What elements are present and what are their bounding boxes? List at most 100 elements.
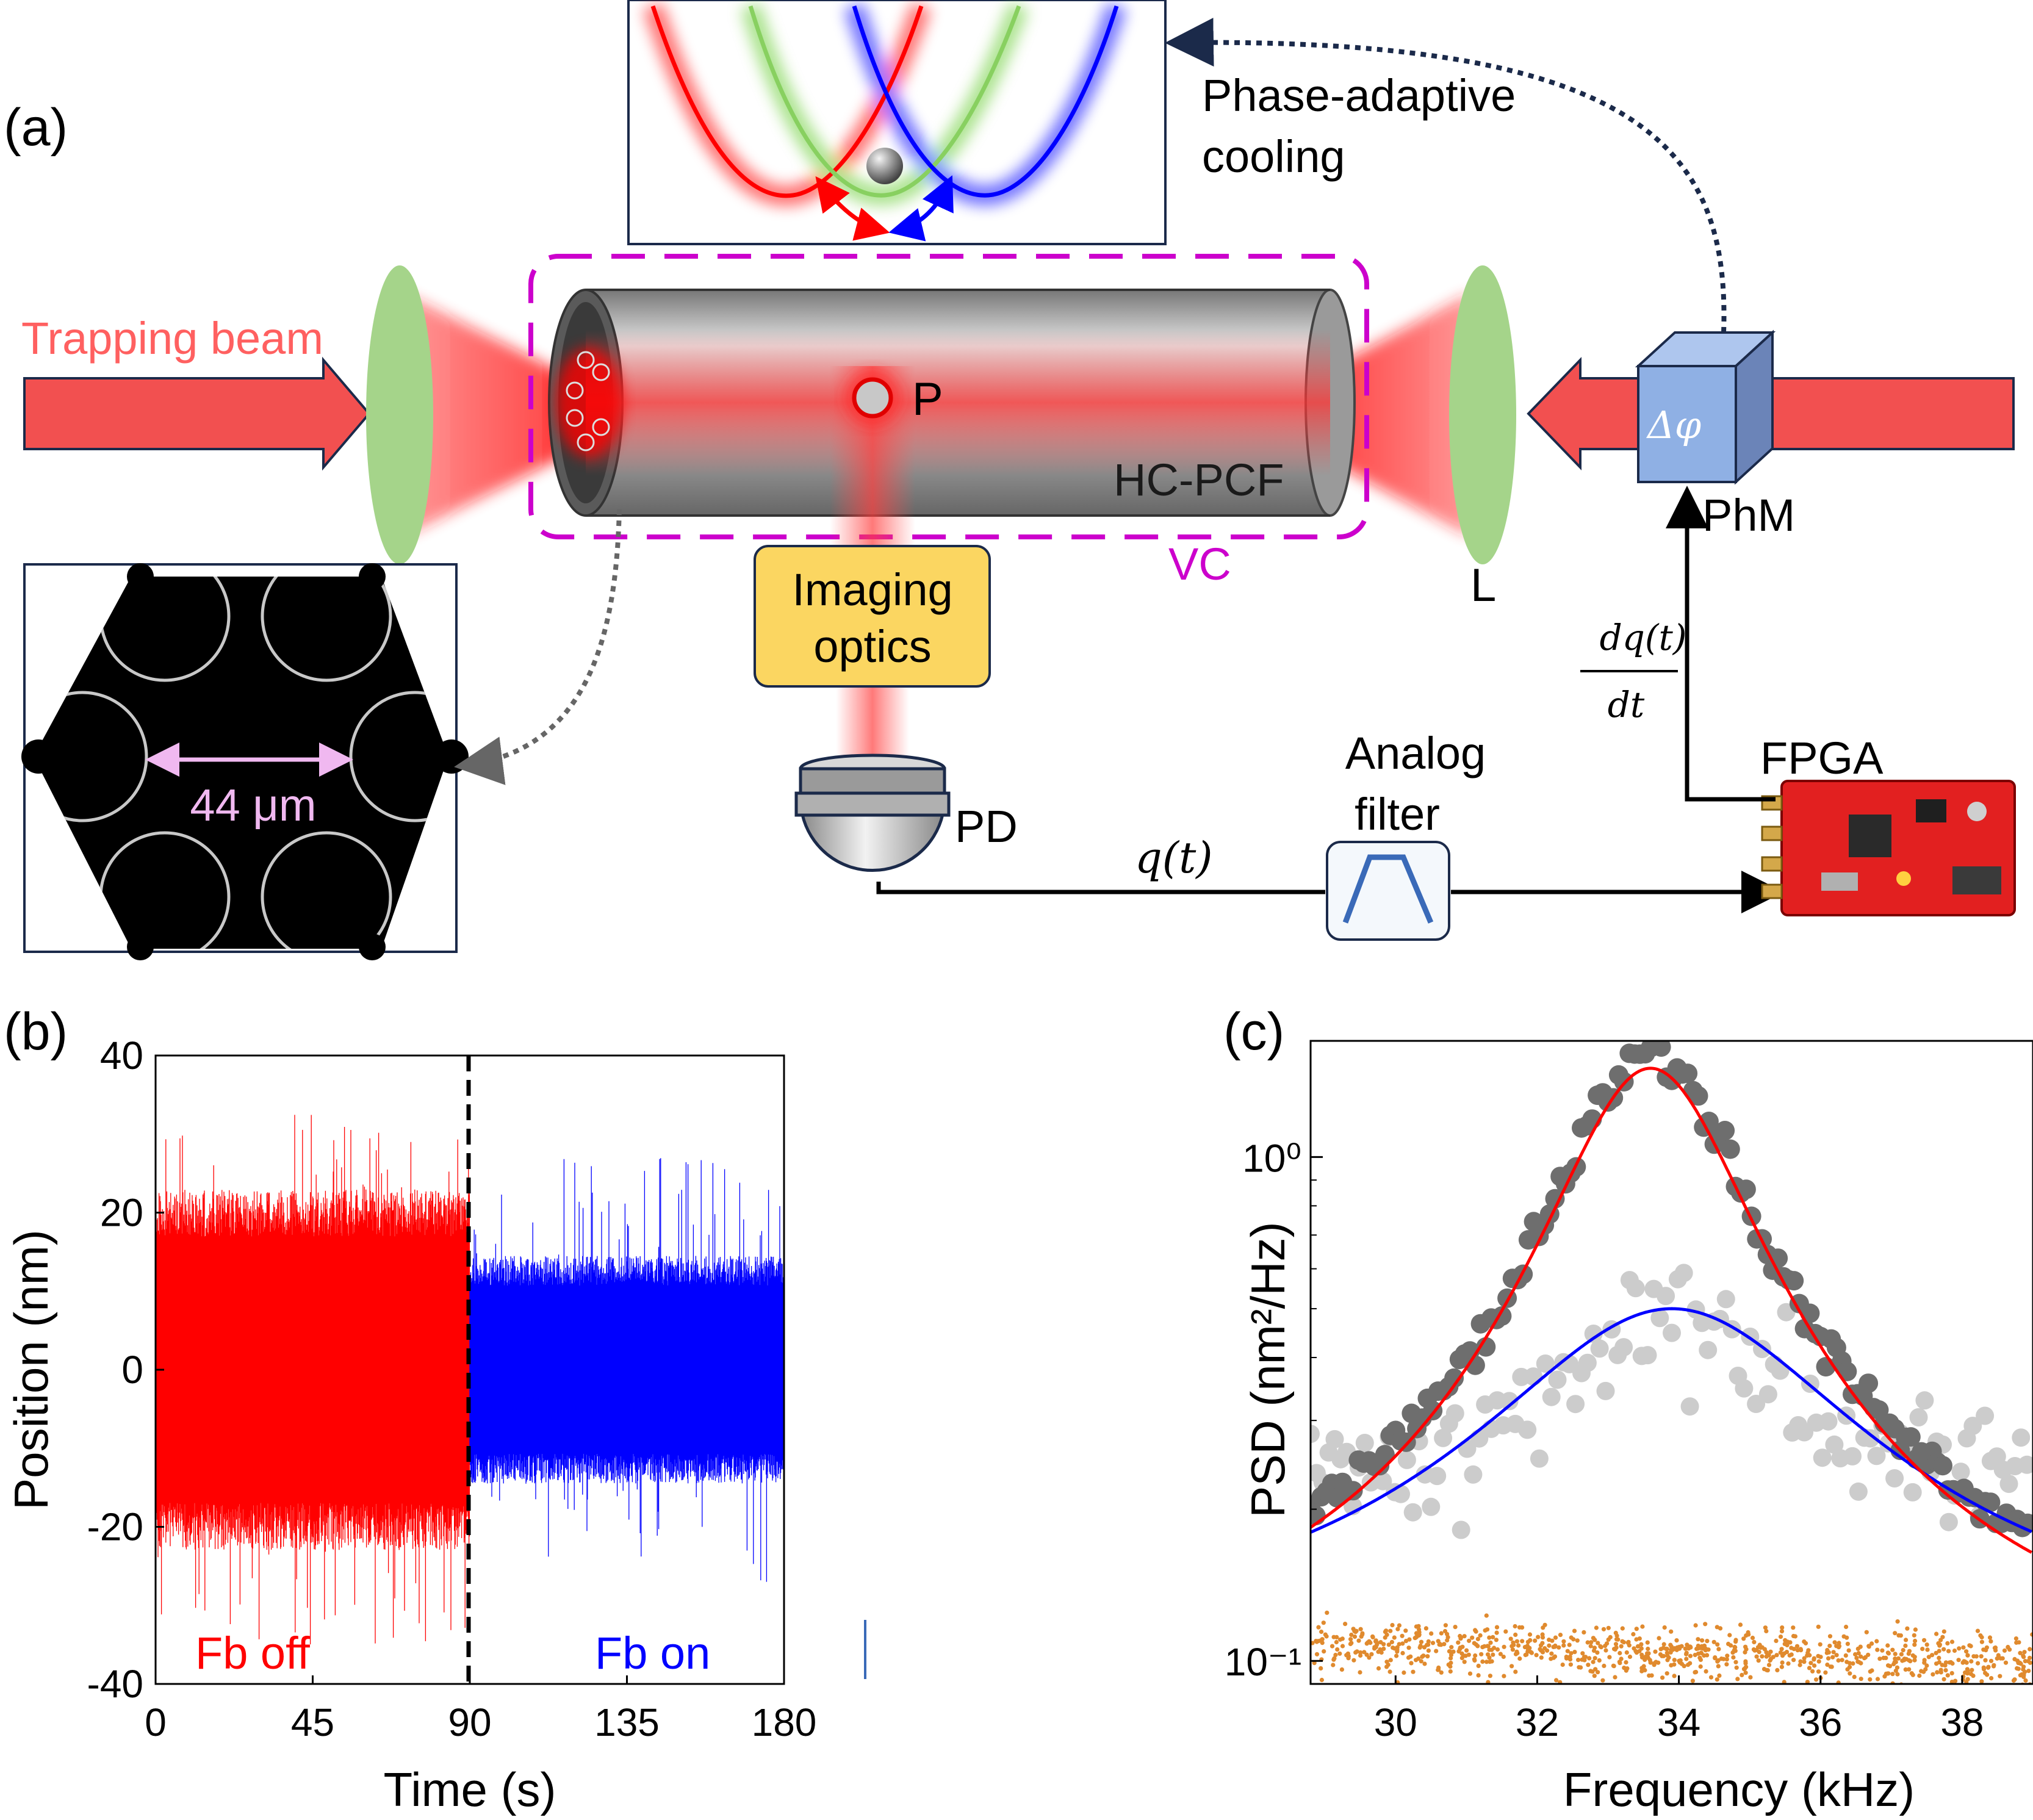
noise-floor-point	[1635, 1644, 1641, 1649]
noise-floor-point	[1472, 1657, 1477, 1662]
left-beam-arrow	[23, 356, 371, 471]
analog-filter-label-1: Analog	[1345, 728, 1486, 779]
psd-fb-on-point	[1963, 1417, 1982, 1435]
noise-floor-point	[1495, 1647, 1500, 1652]
noise-floor-point	[1596, 1670, 1600, 1675]
noise-floor-point	[1522, 1645, 1527, 1650]
noise-floor-point	[1539, 1655, 1544, 1660]
noise-floor-point	[1634, 1627, 1639, 1631]
noise-floor-point	[1348, 1641, 1353, 1647]
noise-floor-point	[1805, 1680, 1810, 1684]
noise-floor-point	[1430, 1641, 1436, 1646]
noise-floor-point	[1896, 1633, 1901, 1638]
noise-floor-point	[1351, 1658, 1356, 1663]
noise-floor-point	[1624, 1660, 1628, 1665]
noise-floor-point	[1718, 1626, 1723, 1631]
noise-floor-point	[1334, 1639, 1339, 1645]
noise-floor-point	[2015, 1666, 2020, 1671]
noise-floor-point	[1693, 1652, 1697, 1658]
noise-floor-point	[1744, 1647, 1749, 1652]
noise-floor-point	[1949, 1671, 1954, 1675]
noise-floor-point	[1756, 1658, 1761, 1663]
noise-floor-point	[1895, 1672, 1900, 1677]
noise-floor-point	[1553, 1635, 1558, 1640]
noise-floor-point	[1910, 1653, 1915, 1658]
noise-floor-point	[1832, 1640, 1837, 1645]
psd-fb-off-point	[1901, 1427, 1921, 1447]
noise-floor-point	[1690, 1678, 1695, 1683]
psd-fb-on-point	[1680, 1397, 1699, 1416]
noise-floor-point	[1439, 1631, 1444, 1636]
psd-fb-on-point	[1542, 1387, 1561, 1406]
noise-floor-point	[1600, 1678, 1605, 1683]
noise-floor-point	[1988, 1658, 1994, 1663]
noise-floor-point	[1880, 1648, 1885, 1653]
noise-floor-point	[1971, 1674, 1976, 1678]
noise-floor-point	[1684, 1656, 1689, 1661]
noise-floor-point	[1750, 1635, 1755, 1641]
noise-floor-point	[1863, 1655, 1868, 1660]
noise-floor-point	[1402, 1670, 1406, 1675]
noise-floor-point	[1721, 1656, 1726, 1661]
psd-fb-on-point	[1584, 1325, 1603, 1343]
noise-floor-point	[1732, 1644, 1737, 1649]
psd-fb-on-point	[1566, 1395, 1585, 1414]
psd-fb-on-point	[1819, 1412, 1838, 1431]
noise-floor-point	[1580, 1657, 1585, 1662]
noise-floor-point	[1378, 1647, 1383, 1652]
noise-floor-point	[1484, 1627, 1490, 1632]
noise-floor-point	[1611, 1664, 1616, 1669]
vacuum-chamber-label: VC	[1168, 539, 1231, 589]
noise-floor-point	[1711, 1639, 1716, 1644]
noise-floor-point	[1672, 1658, 1677, 1663]
noise-floor-point	[1768, 1649, 1773, 1654]
noise-floor-point	[2002, 1648, 2007, 1653]
noise-floor-point	[1935, 1670, 1940, 1675]
noise-floor-point	[1733, 1660, 1738, 1664]
psd-fb-off-point	[1715, 1121, 1735, 1140]
noise-floor-point	[1517, 1656, 1522, 1661]
psd-fb-on-point	[1626, 1279, 1645, 1298]
noise-floor-point	[1656, 1660, 1661, 1665]
noise-floor-point	[1734, 1665, 1739, 1670]
noise-floor-point	[1592, 1674, 1597, 1678]
noise-floor-point	[1540, 1632, 1545, 1637]
noise-floor-point	[1448, 1652, 1454, 1658]
noise-floor-point	[1572, 1650, 1577, 1655]
noise-floor-point	[1724, 1657, 1729, 1662]
noise-floor-point	[1516, 1643, 1521, 1648]
noise-floor-point	[1567, 1654, 1572, 1659]
noise-floor-point	[1343, 1622, 1348, 1627]
noise-floor-point	[1508, 1636, 1513, 1641]
photodiode-icon	[794, 754, 951, 872]
noise-floor-point	[1419, 1659, 1423, 1664]
noise-floor-point	[1486, 1644, 1491, 1649]
noise-floor-point	[1358, 1627, 1363, 1631]
noise-floor-point	[1913, 1638, 1918, 1644]
noise-floor-point	[1921, 1669, 1926, 1674]
x-tick-label-c: 36	[1799, 1700, 1842, 1744]
noise-floor-point	[1848, 1671, 1852, 1676]
noise-floor-point	[1780, 1660, 1785, 1665]
psd-fb-on-point	[1885, 1469, 1904, 1487]
noise-floor-point	[1775, 1667, 1780, 1672]
phase-adaptive-label-2: cooling	[1202, 131, 1345, 182]
noise-floor-point	[1864, 1630, 1869, 1635]
noise-floor-point	[1395, 1680, 1400, 1684]
noise-floor-point	[1613, 1642, 1619, 1647]
noise-floor-point	[1502, 1644, 1506, 1649]
x-tick-label-b: 180	[752, 1700, 817, 1744]
noise-floor-point	[1920, 1647, 1925, 1652]
noise-floor-point	[1467, 1671, 1473, 1676]
psd-fb-on-point	[1578, 1353, 1597, 1372]
noise-floor-point	[1591, 1636, 1596, 1641]
noise-floor-point	[1423, 1626, 1428, 1631]
psd-fb-on-point	[1699, 1340, 1718, 1359]
zoom-dotted-arrow	[454, 509, 622, 785]
noise-floor-point	[1448, 1664, 1453, 1669]
noise-floor-point	[1560, 1662, 1565, 1667]
noise-floor-point	[1715, 1642, 1720, 1647]
noise-floor-point	[1853, 1652, 1858, 1657]
noise-floor-point	[1594, 1625, 1599, 1630]
